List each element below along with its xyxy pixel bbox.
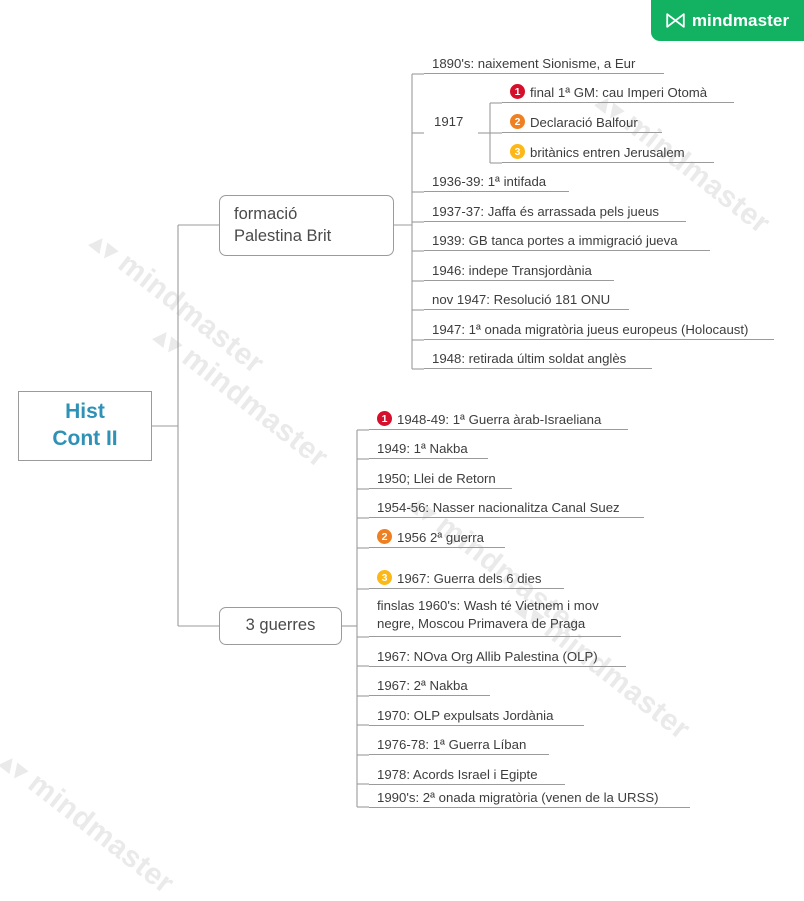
- leaf-node[interactable]: 2 1956 2ª guerra: [369, 526, 505, 548]
- leaf-text: 1954-56: Nasser nacionalitza Canal Suez: [377, 500, 620, 515]
- badge-number: 3: [510, 144, 525, 159]
- leaf-text: 1949: 1ª Nakba: [377, 441, 468, 456]
- leaf-text: 1948-49: 1ª Guerra àrab-Israeliana: [397, 412, 602, 427]
- leaf-node[interactable]: 1939: GB tanca portes a immigració jueva: [424, 229, 710, 251]
- leaf-node[interactable]: 1 1948-49: 1ª Guerra àrab-Israeliana: [369, 408, 628, 430]
- branch-node-formacio-palestina-brit[interactable]: formació Palestina Brit: [219, 195, 394, 256]
- leaf-node[interactable]: nov 1947: Resolució 181 ONU: [424, 288, 629, 310]
- leaf-text: 1936-39: 1ª intifada: [432, 174, 547, 189]
- leaf-node[interactable]: 1890's: naixement Sionisme, a Eur: [424, 50, 664, 74]
- watermark-logo-icon: ▴▾: [149, 320, 189, 361]
- leaf-text: 1990's: 2ª onada migratòria (venen de la…: [377, 790, 659, 805]
- badge-number: 1: [377, 411, 392, 426]
- leaf-text: 1939: GB tanca portes a immigració jueva: [432, 233, 678, 248]
- badge-number: 1: [510, 84, 525, 99]
- leaf-node[interactable]: 1948: retirada últim soldat anglès: [424, 347, 652, 369]
- leaf-node[interactable]: 1978: Acords Israel i Egipte: [369, 763, 565, 785]
- root-node[interactable]: Hist Cont II: [18, 391, 152, 461]
- leaf-node[interactable]: 1936-39: 1ª intifada: [424, 170, 569, 192]
- branch-label-line2: Palestina Brit: [234, 226, 332, 245]
- mindmaster-logo-icon: [666, 13, 685, 28]
- branch-label: 3 guerres: [245, 616, 316, 635]
- leaf-node[interactable]: 1990's: 2ª onada migratòria (venen de la…: [369, 786, 690, 808]
- leaf-text: 1967: Guerra dels 6 dies: [397, 571, 542, 586]
- leaf-text: 1970: OLP expulsats Jordània: [377, 708, 554, 723]
- leaf-node[interactable]: 1967: 2ª Nakba: [369, 674, 490, 696]
- root-label-line2: Cont II: [52, 427, 118, 450]
- badge-number: 3: [377, 570, 392, 585]
- leaf-text: 1937-37: Jaffa és arrassada pels jueus: [432, 204, 660, 219]
- leaf-text: finslas 1960's: Wash té Vietnem i mov ne…: [377, 598, 599, 632]
- leaf-node[interactable]: 1967: NOva Org Allib Palestina (OLP): [369, 645, 626, 667]
- leaf-text: 1976-78: 1ª Guerra Líban: [377, 737, 527, 752]
- branch-node-3-guerres[interactable]: 3 guerres: [219, 607, 342, 645]
- leaf-text: 1967: NOva Org Allib Palestina (OLP): [377, 649, 598, 664]
- mindmaster-brand-badge: mindmaster: [651, 0, 804, 41]
- leaf-text: 1947: 1ª onada migratòria jueus europeus…: [432, 322, 749, 337]
- leaf-node[interactable]: 1949: 1ª Nakba: [369, 437, 488, 459]
- watermark-text: ▴▾mindmaster: [149, 320, 335, 475]
- leaf-text: 1978: Acords Israel i Egipte: [377, 767, 538, 782]
- leaf-node[interactable]: 1947: 1ª onada migratòria jueus europeus…: [424, 318, 774, 340]
- brand-name: mindmaster: [691, 10, 790, 30]
- leaf-text: Declaració Balfour: [530, 115, 638, 130]
- leaf-text: 1948: retirada últim soldat anglès: [432, 351, 627, 366]
- watermark-text: ▴▾mindmaster: [0, 745, 180, 901]
- leaf-text: final 1ª GM: cau Imperi Otomà: [530, 85, 708, 100]
- leaf-node[interactable]: 1946: indepe Transjordània: [424, 259, 614, 281]
- watermark-logo-icon: ▴▾: [85, 226, 125, 267]
- leaf-node[interactable]: 1 final 1ª GM: cau Imperi Otomà: [502, 81, 734, 103]
- leaf-node[interactable]: finslas 1960's: Wash té Vietnem i mov ne…: [369, 598, 621, 637]
- badge-number: 2: [510, 114, 525, 129]
- leaf-node[interactable]: 1970: OLP expulsats Jordània: [369, 704, 584, 726]
- leaf-text: 1950; Llei de Retorn: [377, 471, 496, 486]
- leaf-node[interactable]: 2 Declaració Balfour: [502, 111, 662, 133]
- leaf-node[interactable]: 1937-37: Jaffa és arrassada pels jueus: [424, 200, 686, 222]
- leaf-text: 1890's: naixement Sionisme, a Eur: [432, 56, 636, 71]
- leaf-node[interactable]: 1976-78: 1ª Guerra Líban: [369, 733, 549, 755]
- leaf-node[interactable]: 1954-56: Nasser nacionalitza Canal Suez: [369, 496, 644, 518]
- leaf-node[interactable]: 3 britànics entren Jerusalem: [502, 141, 714, 163]
- root-label-line1: Hist: [65, 400, 105, 424]
- leaf-node[interactable]: 3 1967: Guerra dels 6 dies: [369, 567, 564, 589]
- badge-number: 2: [377, 529, 392, 544]
- branch-label-line1: formació: [234, 205, 298, 224]
- leaf-node[interactable]: 1950; Llei de Retorn: [369, 467, 512, 489]
- group-label-1917[interactable]: 1917: [434, 114, 464, 129]
- leaf-text: 1967: 2ª Nakba: [377, 678, 468, 693]
- leaf-text: nov 1947: Resolució 181 ONU: [432, 292, 611, 307]
- leaf-text: 1946: indepe Transjordània: [432, 263, 592, 278]
- leaf-text: 1956 2ª guerra: [397, 530, 485, 545]
- leaf-text: britànics entren Jerusalem: [530, 145, 685, 160]
- watermark-logo-icon: ▴▾: [0, 746, 35, 787]
